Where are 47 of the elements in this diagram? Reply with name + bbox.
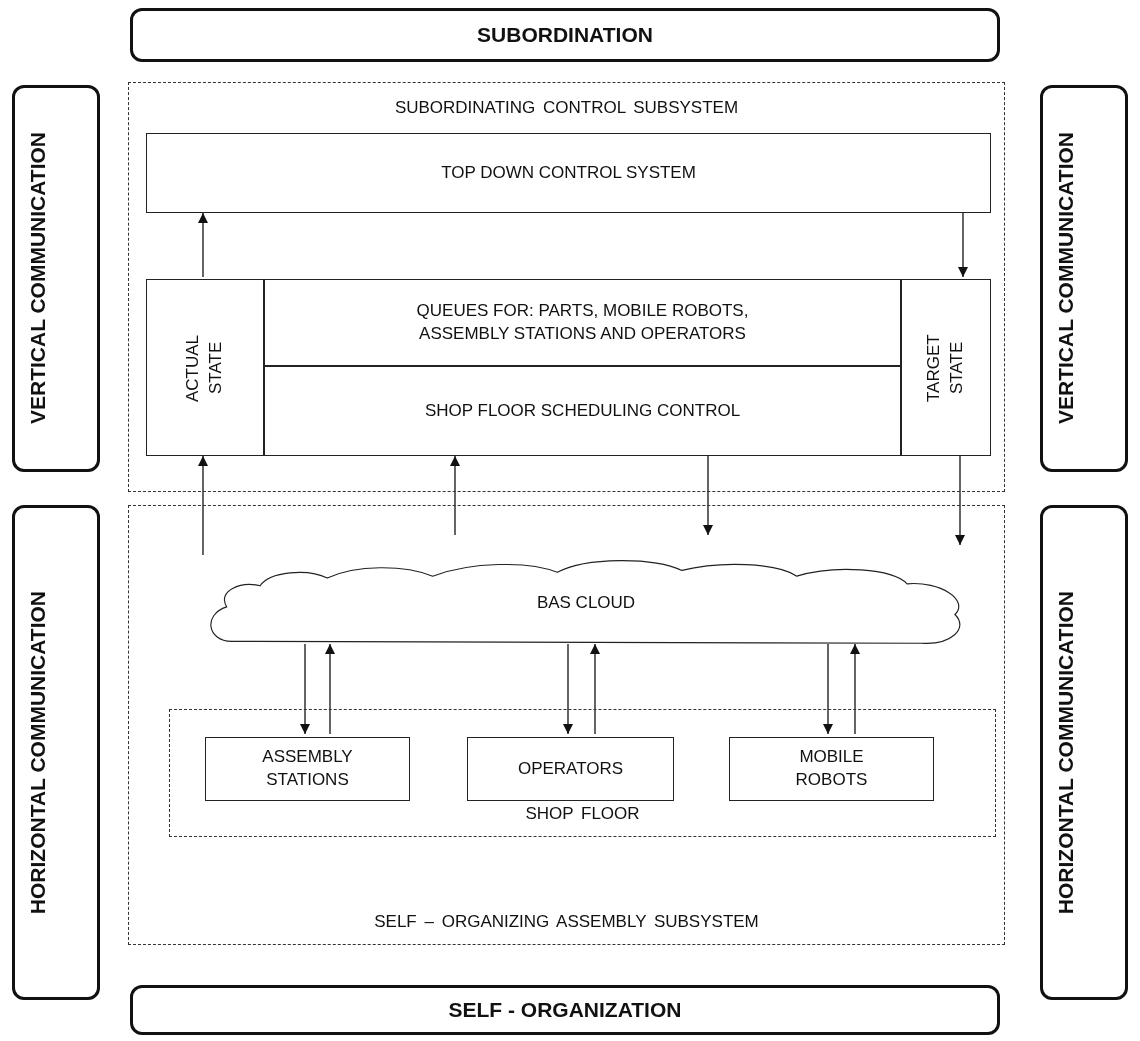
side-banner [1040,85,1128,472]
container-title: SUBORDINATING CONTROL SUBSYSTEM [393,97,740,119]
process-box [264,366,901,456]
arrow [958,212,968,278]
container-title: SHOP FLOOR [524,803,641,826]
arrow [198,212,208,278]
dashed-container [169,709,996,837]
cloud-label: BAS CLOUD [536,591,636,614]
process-box [146,133,991,213]
side-banner [12,505,100,1000]
side-banner [12,85,100,472]
arrow [300,643,310,735]
container-title: SELF – ORGANIZING ASSEMBLY SUBSYSTEM [373,911,760,934]
box-label: MOBILE ROBOTS [794,746,869,791]
process-box [205,737,410,801]
banner-title: HORIZONTAL COMMUNICATION [25,590,50,915]
banner-title: VERTICAL COMMUNICATION [1053,132,1078,425]
banner-title: VERTICAL COMMUNICATION [25,132,50,425]
heading-banner [130,8,1000,62]
arrow [450,455,460,536]
process-box [901,279,991,456]
box-label: ACTUAL STATE [182,332,226,404]
box-label: ASSEMBLY STATIONS [261,746,354,791]
process-box [264,279,901,366]
arrow [325,643,335,735]
arrow [198,455,208,556]
box-label: QUEUES FOR: PARTS, MOBILE ROBOTS, ASSEMBLY STATIONS AND OPERATORS [415,299,750,345]
dashed-container [128,505,1005,945]
dashed-container [128,82,1005,492]
arrow [703,455,713,536]
process-box [146,279,264,456]
process-box [729,737,934,801]
banner-title: HORIZONTAL COMMUNICATION [1053,590,1078,915]
box-label: TARGET STATE [923,332,967,404]
process-box [467,737,674,801]
box-label: SHOP FLOOR SCHEDULING CONTROL [424,399,741,422]
arrow [955,455,965,546]
side-banner [1040,505,1128,1000]
arrow [823,643,833,735]
heading-banner [130,985,1000,1035]
arrow [590,643,600,735]
banner-title: SELF - ORGANIZATION [448,996,682,1023]
box-label: TOP DOWN CONTROL SYSTEM [441,161,696,184]
banner-title: SUBORDINATION [477,21,653,48]
arrow [850,643,860,735]
box-label: OPERATORS [517,757,624,780]
arrow [563,643,573,735]
